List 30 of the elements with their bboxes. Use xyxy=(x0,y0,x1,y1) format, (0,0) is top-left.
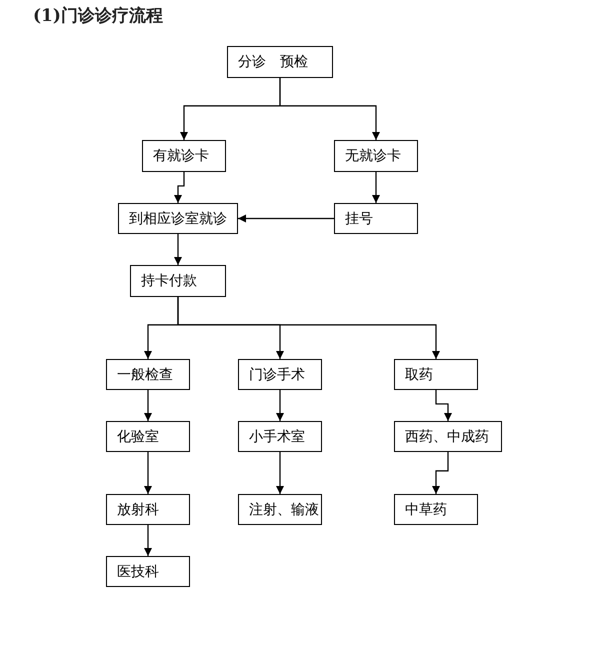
arrow xyxy=(174,172,185,203)
process-box: 挂号 xyxy=(334,203,418,234)
process-box: 到相应诊室就诊 xyxy=(118,203,238,234)
process-box: 分诊 预检 xyxy=(227,46,333,78)
arrow xyxy=(276,452,284,494)
process-box: 注射、输液 xyxy=(238,494,322,525)
arrow xyxy=(435,390,452,421)
arrow xyxy=(144,390,152,421)
arrow xyxy=(372,172,380,203)
process-box: 西药、中成药 xyxy=(394,421,502,452)
title: (1)门诊诊疗流程 xyxy=(33,5,163,27)
process-box: 化验室 xyxy=(106,421,190,452)
process-box: 放射科 xyxy=(106,494,190,525)
process-box: 持卡付款 xyxy=(130,265,226,297)
process-box: 小手术室 xyxy=(238,421,322,452)
process-box: 无就诊卡 xyxy=(334,140,418,172)
arrow xyxy=(276,390,284,421)
process-box: 中草药 xyxy=(394,494,478,525)
arrow xyxy=(177,297,440,359)
arrow xyxy=(174,234,182,265)
process-box: 门诊手术 xyxy=(238,359,322,390)
arrow xyxy=(144,525,152,556)
process-box: 一般检查 xyxy=(106,359,190,390)
process-box: 医技科 xyxy=(106,556,190,587)
arrow xyxy=(238,214,334,222)
arrow xyxy=(279,78,380,140)
process-box: 有就诊卡 xyxy=(142,140,226,172)
arrow xyxy=(432,452,449,494)
arrow xyxy=(144,452,152,494)
process-box: 取药 xyxy=(394,359,478,390)
